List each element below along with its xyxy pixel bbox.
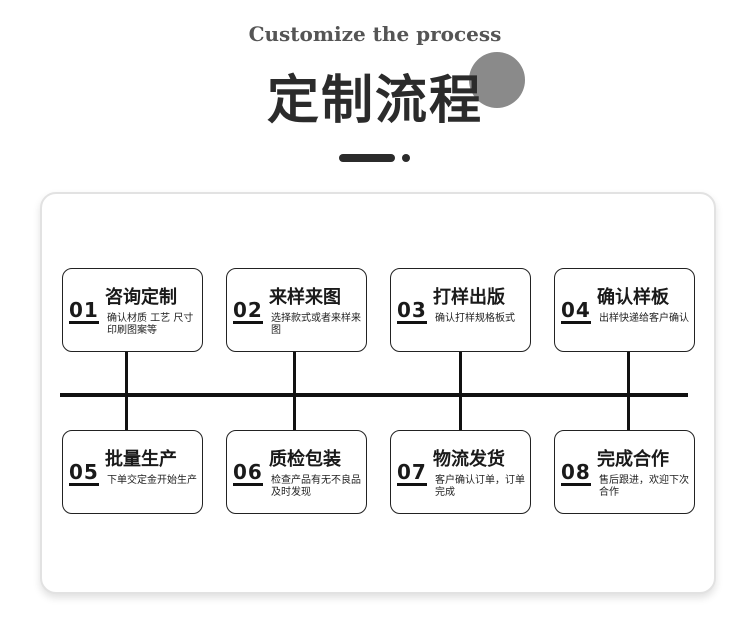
timeline-line	[60, 393, 688, 397]
subtitle: Customize the process	[248, 22, 502, 46]
decorative-circle	[469, 52, 525, 108]
step-06: 06 质检包装 检查产品有无不良品及时发现	[226, 430, 367, 514]
step-05: 05 批量生产 下单交定金开始生产	[62, 430, 203, 514]
step-number: 08	[561, 460, 591, 486]
step-number: 02	[233, 298, 263, 324]
step-description: 选择款式或者来样来图	[271, 313, 361, 336]
step-number: 03	[397, 298, 427, 324]
step-name: 咨询定制	[105, 287, 177, 308]
step-description: 确认材质 工艺 尺寸 印刷图案等	[107, 313, 194, 336]
step-name: 确认样板	[597, 287, 669, 308]
step-description: 检查产品有无不良品及时发现	[271, 475, 361, 498]
step-description: 确认打样规格板式	[435, 313, 515, 324]
step-08: 08 完成合作 售后跟进，欢迎下次合作	[554, 430, 695, 514]
step-name: 打样出版	[433, 287, 505, 308]
connector	[459, 352, 462, 430]
step-number: 07	[397, 460, 427, 486]
step-description: 出样快递给客户确认	[599, 313, 689, 324]
step-name: 来样来图	[269, 287, 341, 308]
step-number: 05	[69, 460, 99, 486]
connector	[293, 352, 296, 430]
step-description: 下单交定金开始生产	[107, 475, 197, 486]
step-number: 06	[233, 460, 263, 486]
decorative-bar	[339, 154, 395, 162]
step-description: 售后跟进，欢迎下次合作	[599, 475, 689, 498]
step-02: 02 来样来图 选择款式或者来样来图	[226, 268, 367, 352]
step-number: 01	[69, 298, 99, 324]
connector	[627, 352, 630, 430]
step-name: 批量生产	[105, 449, 177, 470]
step-01: 01 咨询定制 确认材质 工艺 尺寸 印刷图案等	[62, 268, 203, 352]
step-07: 07 物流发货 客户确认订单，订单完成	[390, 430, 531, 514]
connector	[125, 352, 128, 430]
step-name: 完成合作	[597, 449, 669, 470]
step-description: 客户确认订单，订单完成	[435, 475, 525, 498]
step-name: 质检包装	[269, 449, 341, 470]
page-title: 定制流程	[0, 58, 750, 133]
step-04: 04 确认样板 出样快递给客户确认	[554, 268, 695, 352]
page-title-text: 定制流程	[266, 71, 483, 131]
step-number: 04	[561, 298, 591, 324]
decorative-dot	[402, 154, 410, 162]
step-03: 03 打样出版 确认打样规格板式	[390, 268, 531, 352]
step-name: 物流发货	[433, 449, 505, 470]
